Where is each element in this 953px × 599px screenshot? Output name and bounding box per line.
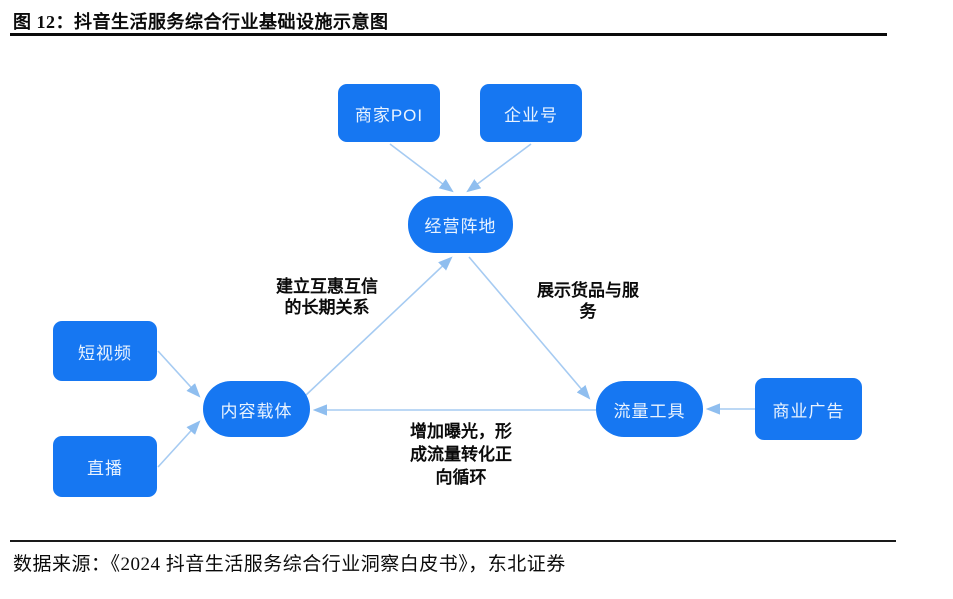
node-live-stream: 直播	[53, 436, 157, 497]
annotation-display-goods-services: 展示货品与服 务	[537, 281, 639, 321]
arrow-content-carrier-to-operating-base	[304, 256, 453, 397]
annotation-trust-relationship: 建立互惠互信 的长期关系	[276, 277, 378, 317]
node-merchant-poi: 商家POI	[338, 84, 440, 142]
arrow-live-stream-to-content-carrier	[157, 420, 201, 468]
node-commercial-ads: 商业广告	[755, 378, 862, 440]
node-enterprise-account: 企业号	[480, 84, 582, 142]
node-traffic-tools: 流量工具	[596, 381, 703, 437]
arrow-enterprise-account-to-operating-base	[466, 143, 532, 193]
node-short-video: 短视频	[53, 321, 157, 381]
node-operating-base: 经营阵地	[408, 196, 513, 253]
figure-title: 图 12：抖音生活服务综合行业基础设施示意图	[13, 12, 389, 32]
arrow-merchant-poi-to-operating-base	[389, 143, 454, 193]
annotation-exposure-cycle: 增加曝光，形 成流量转化正 向循环	[410, 422, 512, 487]
title-divider	[10, 33, 887, 36]
source-divider	[10, 540, 896, 542]
arrow-operating-base-to-traffic-tools	[468, 256, 591, 400]
data-source: 数据来源：《2024 抖音生活服务综合行业洞察白皮书》，东北证券	[13, 554, 566, 575]
arrow-short-video-to-content-carrier	[157, 350, 201, 398]
node-content-carrier: 内容载体	[203, 381, 310, 437]
